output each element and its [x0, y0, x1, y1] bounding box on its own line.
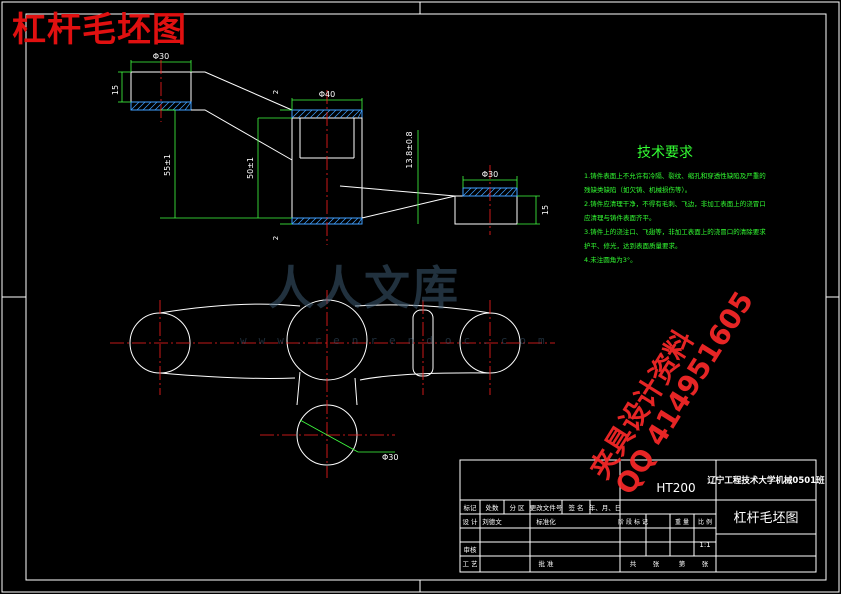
- weight-label: 重 量: [675, 518, 689, 526]
- dim-d30-right: Φ30: [482, 170, 498, 179]
- school-label: 辽宁工程技术大学机械0501班: [707, 475, 825, 486]
- hatch-line: [154, 101, 164, 111]
- center-lines: [110, 60, 555, 478]
- dim-2: 2: [272, 90, 280, 94]
- drawing-name: 杠杆毛坯图: [733, 510, 798, 526]
- dim-15-left: 15: [111, 85, 120, 95]
- hatch-line: [297, 109, 307, 119]
- hatch-line: [136, 101, 146, 111]
- hatch-line: [184, 101, 192, 111]
- hatch-line: [333, 217, 341, 225]
- tech-req-heading: 技术要求: [637, 145, 693, 161]
- title-col-label: 标记: [464, 503, 478, 512]
- hatch-marks: [130, 101, 518, 225]
- leader-d30: [299, 419, 395, 453]
- title-col-label: 年、月、日: [589, 503, 622, 512]
- tech-req-item: 4.未注圆角为3°。: [584, 255, 637, 264]
- hatch-line: [474, 187, 484, 197]
- hatch-line: [327, 109, 337, 119]
- hatch-line: [462, 187, 472, 197]
- hatch-line: [327, 217, 335, 225]
- drawing-title-overlay: 杠杆毛坯图: [12, 10, 187, 50]
- watermark-logo: 人人文库: [268, 261, 460, 315]
- hatch-line: [142, 101, 152, 111]
- dim-13-8: 13.8±0.8: [405, 131, 414, 168]
- scale-value: 1:1: [699, 541, 710, 549]
- hatch-line: [468, 187, 478, 197]
- hatch-line: [166, 101, 176, 111]
- dim-15-right: 15: [541, 205, 550, 215]
- dim-d30-bottom: Φ30: [382, 453, 398, 462]
- standard-label: 标准化: [536, 517, 556, 526]
- hatch-line: [498, 187, 508, 197]
- title-col-label: 处数: [486, 503, 500, 512]
- hatch-line: [148, 101, 158, 111]
- hatch-line: [178, 101, 188, 111]
- dim-d30-left: Φ30: [153, 52, 169, 61]
- sheet-label: 第: [679, 559, 686, 568]
- hatch-line: [303, 109, 313, 119]
- title-block: [459, 459, 817, 573]
- ratio-label: 比 例: [698, 518, 712, 526]
- hatch-line: [339, 217, 347, 225]
- hatch-line: [486, 187, 496, 197]
- hatch-line: [345, 109, 355, 119]
- hatch-line: [291, 217, 299, 225]
- tech-req-item: 2.铸件应清理干净，不得有毛刺、飞边，非加工表面上的浇冒口: [584, 199, 766, 208]
- hatch-line: [303, 217, 311, 225]
- check-label: 审核: [464, 545, 478, 554]
- hatch-line: [351, 109, 361, 119]
- designer-name: 刘德文: [482, 517, 502, 526]
- material-label: HT200: [656, 481, 695, 495]
- tech-req-item: 护平、修光，达到表面质量要求。: [584, 241, 682, 250]
- sheet-label: 张: [653, 559, 660, 568]
- hatch-line: [321, 109, 331, 119]
- sheet-label: 共: [630, 559, 637, 568]
- tech-req-item: 3.铸件上的浇注口、飞翅等，非加工表面上的浇冒口的清除要求: [584, 227, 766, 236]
- hatch-line: [291, 109, 301, 119]
- title-col-label: 签 名: [568, 503, 583, 512]
- stage-mark-label: 阶 段 标 记: [618, 518, 648, 526]
- hatch-line: [130, 101, 140, 111]
- sheet-label: 张: [702, 559, 709, 568]
- tech-req-item: 应清理与铸件表面齐平。: [584, 213, 656, 222]
- hatch-line: [492, 187, 502, 197]
- hatch-line: [309, 217, 317, 225]
- hatch-line: [357, 217, 363, 225]
- hatch-line: [160, 101, 170, 111]
- tech-req-item: 1.铸件表面上不允许有冷隔、裂纹、缩孔和穿透性缺陷及严重的: [584, 171, 766, 180]
- hatch-line: [339, 109, 349, 119]
- hatch-line: [333, 109, 343, 119]
- design-label: 设 计: [462, 517, 478, 526]
- watermark-url: www.renrendoc.com: [240, 334, 557, 347]
- title-col-label: 更改文件号: [530, 503, 563, 512]
- hatch-line: [315, 109, 325, 119]
- dimension-lines: [118, 60, 540, 225]
- title-col-label: 分 区: [509, 503, 525, 512]
- hatch-line: [315, 217, 323, 225]
- plan-view: [129, 299, 521, 466]
- dim-55: 55±1: [163, 154, 172, 176]
- hatch-line: [172, 101, 182, 111]
- approve-label: 批 准: [538, 559, 554, 568]
- craft-label: 工 艺: [462, 560, 478, 568]
- hatch-line: [297, 217, 305, 225]
- tech-req-item: 残缺类缺陷（如欠铸、机械损伤等）。: [584, 185, 691, 194]
- dim-d40: Φ40: [319, 90, 335, 99]
- hatch-line: [351, 217, 359, 225]
- hatch-line: [309, 109, 319, 119]
- hatch-line: [357, 109, 363, 119]
- dim-50: 50±1: [246, 157, 255, 179]
- dim-2: 2: [272, 236, 280, 240]
- hatch-line: [480, 187, 490, 197]
- hatch-line: [504, 187, 514, 197]
- hatch-line: [510, 187, 518, 197]
- hatch-line: [345, 217, 353, 225]
